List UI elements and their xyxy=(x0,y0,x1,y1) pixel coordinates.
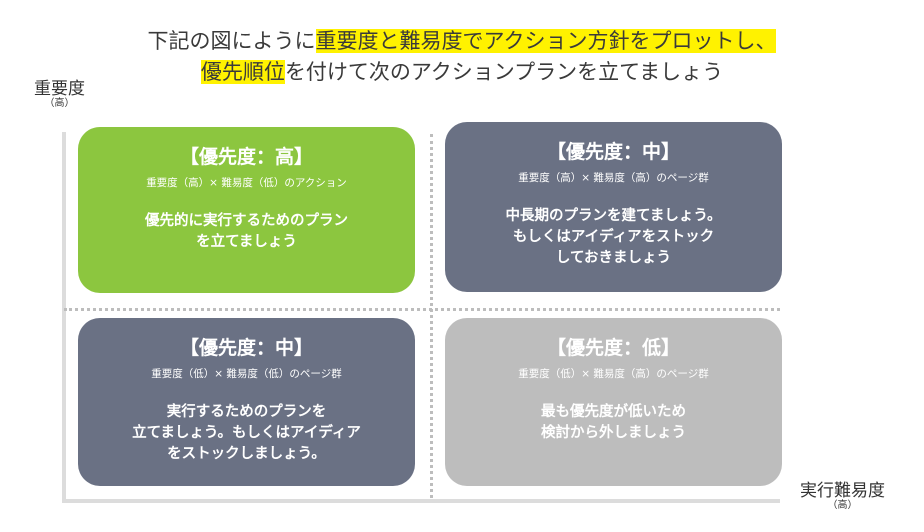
quadrant-body-line: をストックしましょう。 xyxy=(167,446,326,462)
quadrant-body-line: 優先的に実行するためのプラン xyxy=(145,213,348,229)
page-title: 下記の図にように重要度と難易度でアクション方針をプロットし、 優先順位を付けて次… xyxy=(0,26,924,88)
title-line-2: 優先順位を付けて次のアクションプランを立てましょう xyxy=(0,57,924,88)
title-line-2-highlight: 優先順位 xyxy=(200,60,285,84)
quadrant-heading: 【優先度：中】 xyxy=(546,141,680,163)
quadrant-low-priority: 【優先度：低】 重要度（低）× 難易度（高）のページ群 最も優先度が低いため 検… xyxy=(445,318,782,486)
quadrant-body-line: しておきましょう xyxy=(555,250,672,266)
quadrant-body-line: 立てましょう。もしくはアイディア xyxy=(132,425,361,441)
x-axis-sub: （高） xyxy=(827,500,858,511)
x-axis-label: 実行難易度 （高） xyxy=(800,482,885,512)
quadrant-high-priority: 【優先度：高】 重要度（高）× 難易度（低）のアクション 優先的に実行するための… xyxy=(78,127,415,293)
quadrant-body: 実行するためのプランを 立てましょう。もしくはアイディア をストックしましょう。 xyxy=(78,402,415,465)
quadrant-body: 優先的に実行するためのプラン を立てましょう xyxy=(78,211,415,253)
title-line-1-plain: 下記の図にように xyxy=(147,29,316,53)
title-line-1: 下記の図にように重要度と難易度でアクション方針をプロットし、 xyxy=(0,26,924,57)
quadrant-body-line: 中長期のプランを建てましょう。 xyxy=(505,208,722,224)
quadrant-subtitle: 重要度（高）× 難易度（高）のページ群 xyxy=(518,172,709,184)
title-line-2-plain: を付けて次のアクションプランを立てましょう xyxy=(284,60,724,84)
quadrant-heading: 【優先度：中】 xyxy=(179,337,313,359)
quadrant-subtitle: 重要度（低）× 難易度（低）のページ群 xyxy=(151,368,342,380)
quadrant-body-line: 実行するためのプランを xyxy=(166,404,327,420)
quadrant-body: 中長期のプランを建てましょう。 もしくはアイディアをストック しておきましょう xyxy=(445,206,782,269)
quadrant-body-line: もしくはアイディアをストック xyxy=(512,229,715,245)
quadrant-medium-priority-low-difficulty: 【優先度：中】 重要度（低）× 難易度（低）のページ群 実行するためのプランを … xyxy=(78,318,415,486)
quadrant-medium-priority-high-difficulty: 【優先度：中】 重要度（高）× 難易度（高）のページ群 中長期のプランを建てまし… xyxy=(445,122,782,292)
y-axis-sub: （高） xyxy=(44,98,75,109)
x-axis-line xyxy=(62,499,780,503)
quadrant-heading: 【優先度：高】 xyxy=(179,146,313,168)
quadrant-body-line: 最も優先度が低いため xyxy=(541,404,686,420)
quadrant-subtitle: 重要度（高）× 難易度（低）のアクション xyxy=(146,177,347,189)
quadrant-body-line: 検討から外しましょう xyxy=(541,425,686,441)
y-axis-label: 重要度 （高） xyxy=(34,80,85,110)
y-axis-line xyxy=(62,132,66,502)
quadrant-heading: 【優先度：低】 xyxy=(546,337,680,359)
title-line-1-highlight: 重要度と難易度でアクション方針をプロットし、 xyxy=(315,29,777,53)
quadrant-subtitle: 重要度（低）× 難易度（高）のページ群 xyxy=(518,368,709,380)
quadrant-body-line: を立てましょう xyxy=(196,234,297,250)
y-axis-title: 重要度 xyxy=(34,79,85,99)
horizontal-divider xyxy=(64,308,780,311)
quadrant-body: 最も優先度が低いため 検討から外しましょう xyxy=(445,402,782,444)
vertical-divider xyxy=(430,134,433,498)
x-axis-title: 実行難易度 xyxy=(800,481,885,501)
